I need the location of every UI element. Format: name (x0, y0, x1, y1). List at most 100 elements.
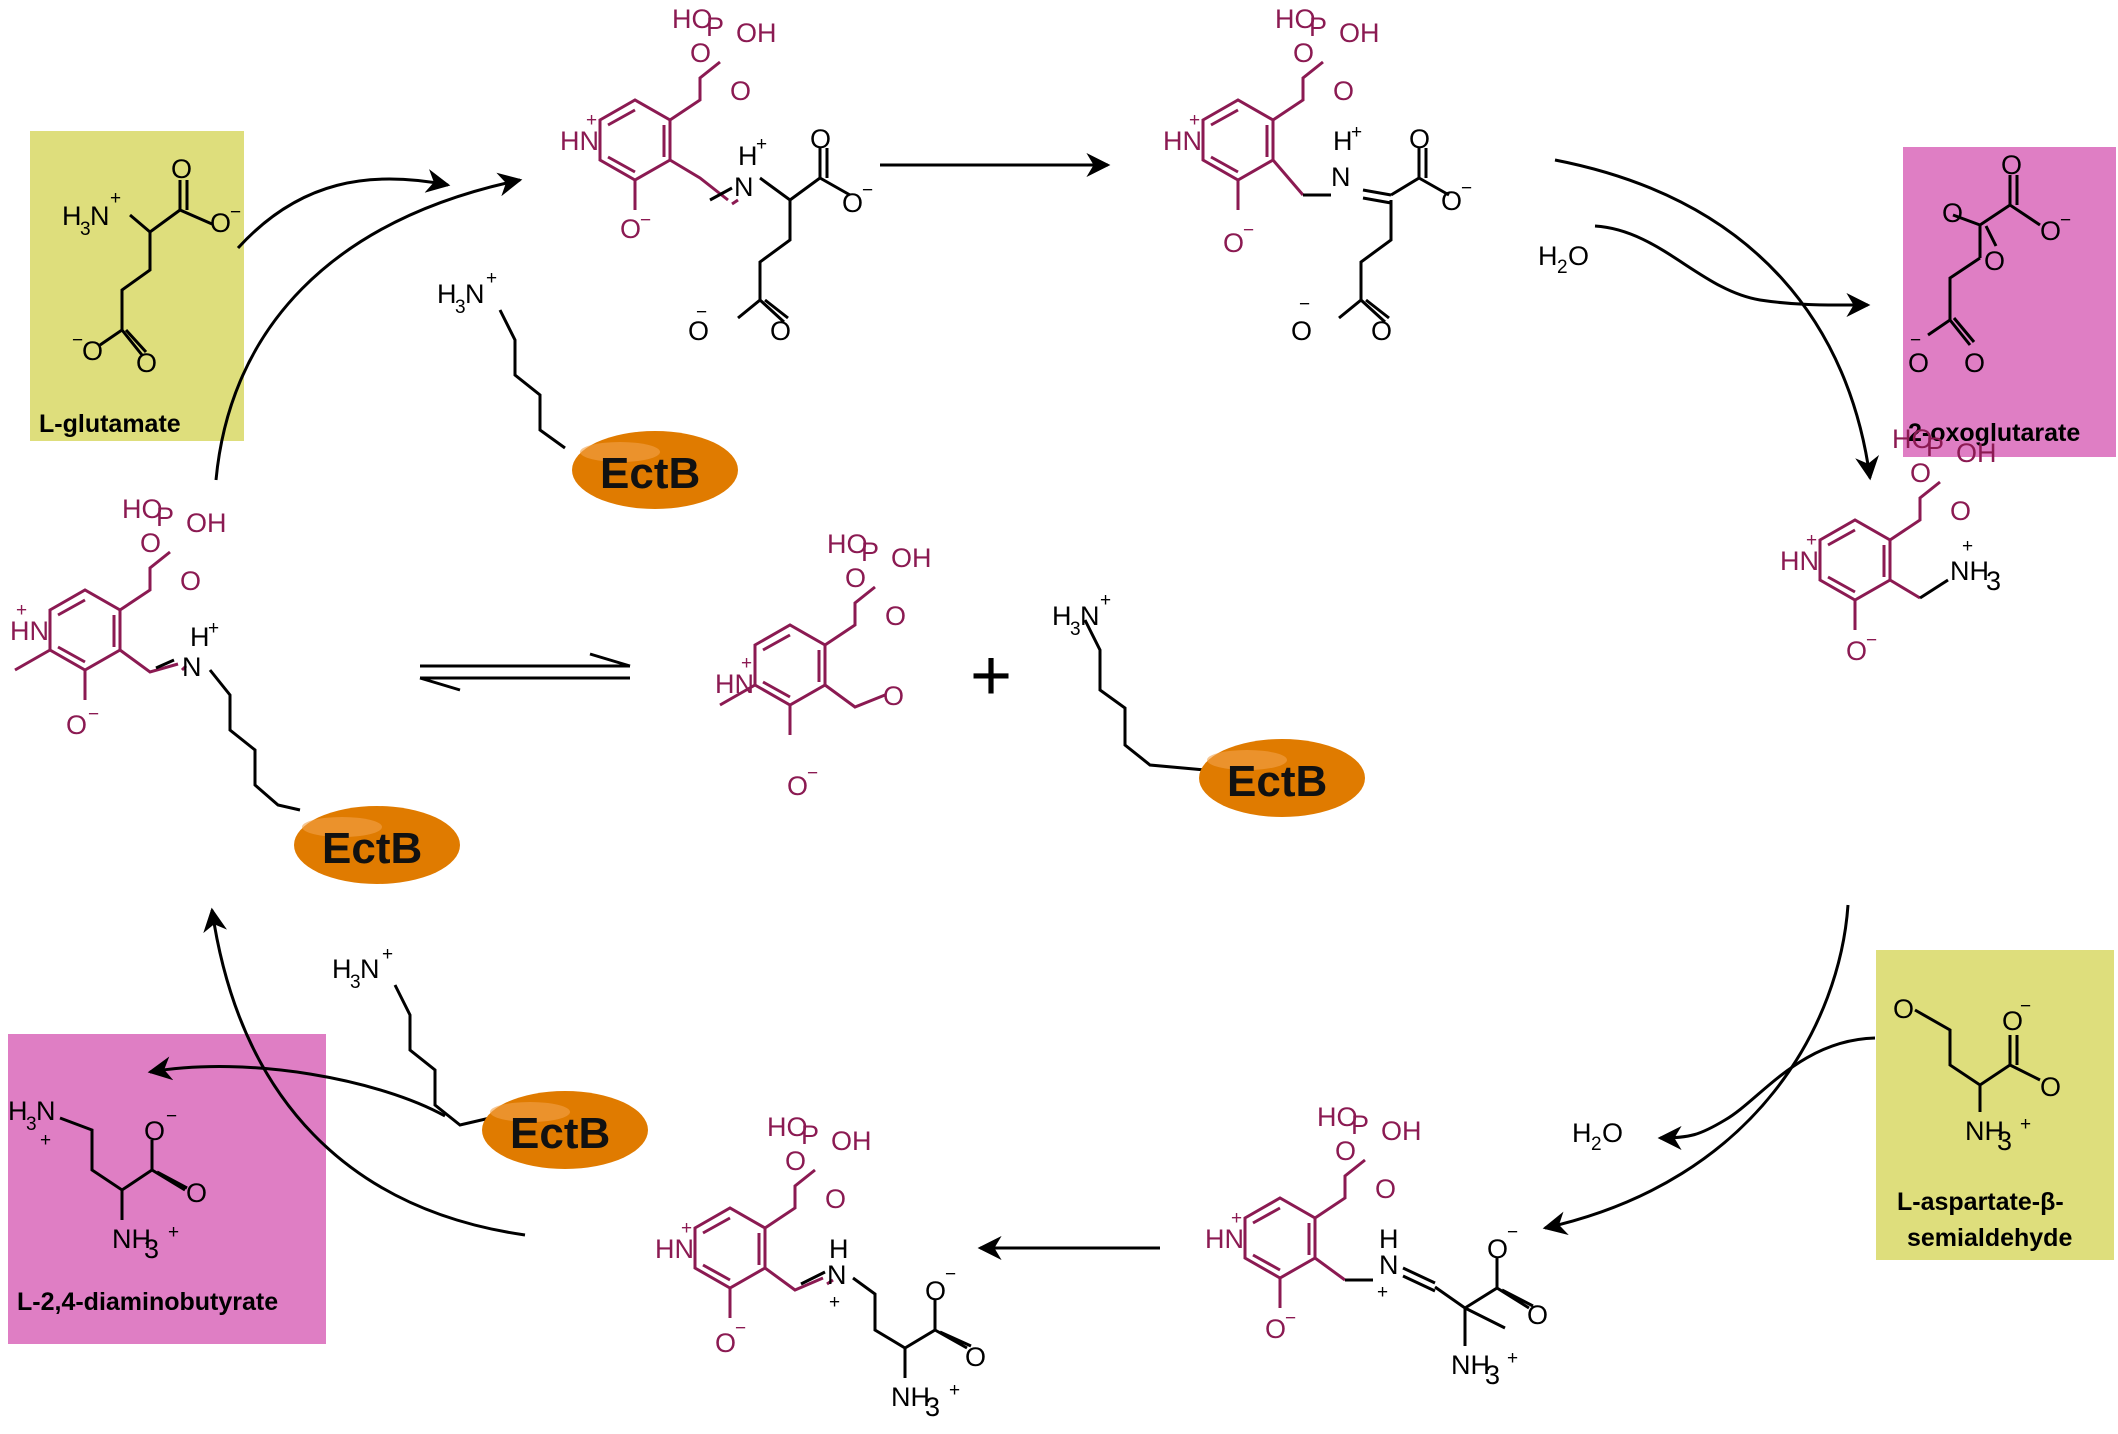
svg-text:O: O (82, 336, 103, 366)
plp-ketimine-glutamate: O P HO OH O HN+ O− N H+ O O− O− O (1163, 4, 1472, 346)
svg-text:3: 3 (455, 297, 466, 318)
svg-text:−: − (1285, 1308, 1296, 1329)
plp-internal-aldimine: O P HO OH O HN+ O− N H+ (10, 494, 301, 812)
svg-text:−: − (862, 180, 873, 201)
svg-text:P: P (1351, 1110, 1369, 1140)
plp-glutamate-aldimine: O P HO OH O HN+ O− N H+ O O− O− O (560, 4, 873, 346)
svg-text:OH: OH (186, 508, 227, 538)
svg-text:O: O (730, 76, 751, 106)
svg-text:H: H (190, 622, 210, 652)
svg-text:N: N (827, 1260, 847, 1290)
svg-text:O: O (186, 1178, 207, 1208)
svg-text:H: H (62, 201, 82, 231)
svg-text:O: O (1950, 496, 1971, 526)
diaminobutyrate-label: L-2,4-diaminobutyrate (17, 1288, 278, 1316)
svg-text:O: O (1335, 1136, 1356, 1166)
svg-text:O: O (1984, 246, 2005, 276)
svg-text:+: + (208, 618, 219, 639)
svg-text:H: H (1333, 126, 1353, 156)
svg-text:+: + (1351, 122, 1362, 143)
svg-text:HN: HN (1780, 546, 1819, 576)
svg-text:3: 3 (26, 1114, 37, 1135)
svg-text:+: + (1507, 1348, 1518, 1369)
svg-text:+: + (1189, 110, 1200, 131)
ectb-enzyme-top: EctB (572, 431, 738, 509)
glutamate-label: L-glutamate (39, 410, 181, 438)
svg-text:−: − (2060, 210, 2071, 231)
lysine-chains (393, 309, 1206, 1127)
plp-aldimine-diaminobutyrate: O P HO OH O HN+ O− N H + O− O NH3+ (655, 1112, 986, 1422)
svg-text:+: + (829, 1292, 840, 1313)
oxoglutarate-label: 2-oxoglutarate (1908, 419, 2080, 447)
svg-text:H: H (829, 1234, 849, 1264)
svg-text:O: O (1333, 76, 1354, 106)
svg-text:H: H (1379, 1224, 1399, 1254)
svg-text:−: − (230, 202, 241, 223)
svg-text:3: 3 (1070, 619, 1081, 640)
svg-text:N: N (465, 279, 485, 309)
svg-text:O: O (842, 188, 863, 218)
svg-text:HN: HN (560, 126, 599, 156)
svg-text:−: − (640, 210, 651, 231)
diaminobutyrate-structure (59, 1116, 188, 1220)
svg-text:+: + (949, 1380, 960, 1401)
svg-text:O: O (144, 1116, 165, 1146)
svg-text:O: O (1602, 1118, 1623, 1148)
svg-text:−: − (1866, 630, 1877, 651)
svg-text:H: H (1052, 601, 1072, 631)
svg-text:3: 3 (1997, 1126, 2012, 1156)
svg-text:+: + (741, 653, 752, 674)
aspartate-semialdehyde-label-line2: semialdehyde (1907, 1224, 2072, 1252)
svg-text:O: O (825, 1184, 846, 1214)
svg-text:OH: OH (736, 18, 777, 48)
svg-text:HO: HO (827, 529, 868, 559)
svg-text:+: + (1231, 1208, 1242, 1229)
svg-text:−: − (88, 704, 99, 725)
svg-text:N: N (36, 1096, 56, 1126)
svg-text:H: H (332, 954, 352, 984)
svg-text:EctB: EctB (1227, 757, 1327, 806)
svg-text:O: O (688, 316, 709, 346)
svg-text:+: + (16, 600, 27, 621)
svg-text:O: O (210, 208, 231, 238)
svg-text:O: O (2001, 150, 2022, 180)
svg-text:+: + (40, 1130, 51, 1151)
svg-text:−: − (1299, 294, 1310, 315)
diaminobutyrate-atoms: H3 N+ O− O NH3+ (8, 1096, 207, 1264)
svg-text:+: + (486, 268, 497, 289)
svg-text:H: H (8, 1096, 28, 1126)
svg-text:O: O (1371, 316, 1392, 346)
svg-text:−: − (1461, 178, 1472, 199)
svg-text:HO: HO (767, 1112, 808, 1142)
svg-text:+: + (1377, 1282, 1388, 1303)
svg-text:O: O (136, 348, 157, 378)
svg-text:O: O (180, 566, 201, 596)
svg-text:H: H (738, 141, 758, 171)
svg-text:OH: OH (1956, 438, 1997, 468)
svg-text:−: − (945, 1264, 956, 1285)
svg-text:O: O (66, 710, 87, 740)
glutamate-box (30, 131, 244, 441)
svg-text:O: O (1964, 348, 1985, 378)
oxoglutarate-atoms: O O O− O O− O (1908, 150, 2071, 378)
svg-text:3: 3 (1986, 566, 2001, 596)
aspartate-semialdehyde-box (1876, 950, 2114, 1260)
svg-text:O: O (1293, 38, 1314, 68)
svg-text:EctB: EctB (510, 1109, 610, 1158)
svg-text:HN: HN (1205, 1224, 1244, 1254)
svg-text:HO: HO (1892, 424, 1933, 454)
svg-text:O: O (925, 1276, 946, 1306)
oxoglutarate-structure (1927, 175, 2041, 346)
svg-text:O: O (1487, 1234, 1508, 1264)
svg-text:NH: NH (112, 1224, 151, 1254)
svg-text:3: 3 (1485, 1360, 1500, 1390)
svg-text:O: O (171, 154, 192, 184)
free-plp: O P HO OH O HN+ O O− (715, 529, 932, 801)
svg-text:H: H (1572, 1118, 1592, 1148)
svg-text:NH: NH (1950, 556, 1989, 586)
ectb-enzyme-center: EctB (1199, 739, 1365, 817)
svg-text:EctB: EctB (600, 449, 700, 498)
svg-text:−: − (807, 763, 818, 784)
